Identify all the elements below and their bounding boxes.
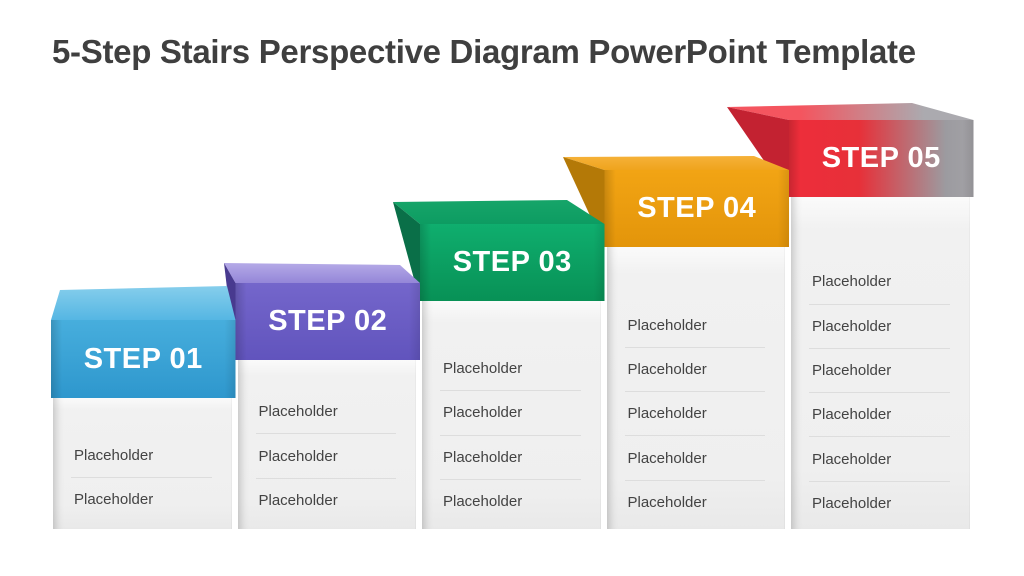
placeholder-item[interactable]: Placeholder [255,477,396,522]
placeholder-item[interactable]: Placeholder [440,434,581,479]
placeholder-item[interactable]: Placeholder [74,446,154,464]
placeholder-item[interactable]: Placeholder [809,392,950,436]
step-01-body: Placeholder Placeholder [53,397,232,529]
step-03-label[interactable]: STEP 03 [452,246,572,278]
step-01-top-face [51,286,236,320]
step-02-body: Placeholder Placeholder Placeholder [237,359,417,529]
placeholder-item[interactable]: Placeholder [627,316,707,334]
step-02-rows: Placeholder Placeholder Placeholder [238,390,417,522]
step-03-rows: Placeholder Placeholder Placeholder Plac… [422,347,601,523]
placeholder-item[interactable]: Placeholder [624,391,765,435]
slide-title[interactable]: 5-Step Stairs Perspective Diagram PowerP… [52,33,916,70]
step-03-top-face [393,200,605,224]
placeholder-item[interactable]: Placeholder [71,476,212,521]
placeholder-item[interactable]: Placeholder [440,390,581,434]
placeholder-item[interactable]: Placeholder [809,347,950,392]
step-05-label[interactable]: STEP 05 [821,142,941,174]
placeholder-item[interactable]: Placeholder [624,346,765,391]
placeholder-item[interactable]: Placeholder [812,273,892,291]
step-04-rows: Placeholder Placeholder Placeholder Plac… [607,304,786,524]
placeholder-item[interactable]: Placeholder [624,479,765,524]
step-05-body: Placeholder Placeholder Placeholder Plac… [791,196,970,529]
step-04-top-face [563,156,789,170]
step-05-top-face [727,103,974,120]
step-04-label[interactable]: STEP 04 [637,192,757,224]
step-02-label[interactable]: STEP 02 [268,305,388,337]
placeholder-item[interactable]: Placeholder [809,303,950,348]
step-02-top-face [224,263,420,283]
placeholder-item[interactable]: Placeholder [809,436,950,480]
step-03-body: Placeholder Placeholder Placeholder Plac… [422,300,601,529]
step-05-rows: Placeholder Placeholder Placeholder Plac… [791,260,970,525]
placeholder-item[interactable]: Placeholder [624,435,765,479]
placeholder-item[interactable]: Placeholder [255,433,396,477]
step-01-label[interactable]: STEP 01 [83,342,203,375]
placeholder-item[interactable]: Placeholder [809,480,950,525]
step-04-body: Placeholder Placeholder Placeholder Plac… [606,246,786,529]
placeholder-item[interactable]: Placeholder [258,403,338,421]
step-01-rows: Placeholder Placeholder [53,434,232,522]
placeholder-item[interactable]: Placeholder [440,478,581,523]
placeholder-item[interactable]: Placeholder [443,360,523,378]
